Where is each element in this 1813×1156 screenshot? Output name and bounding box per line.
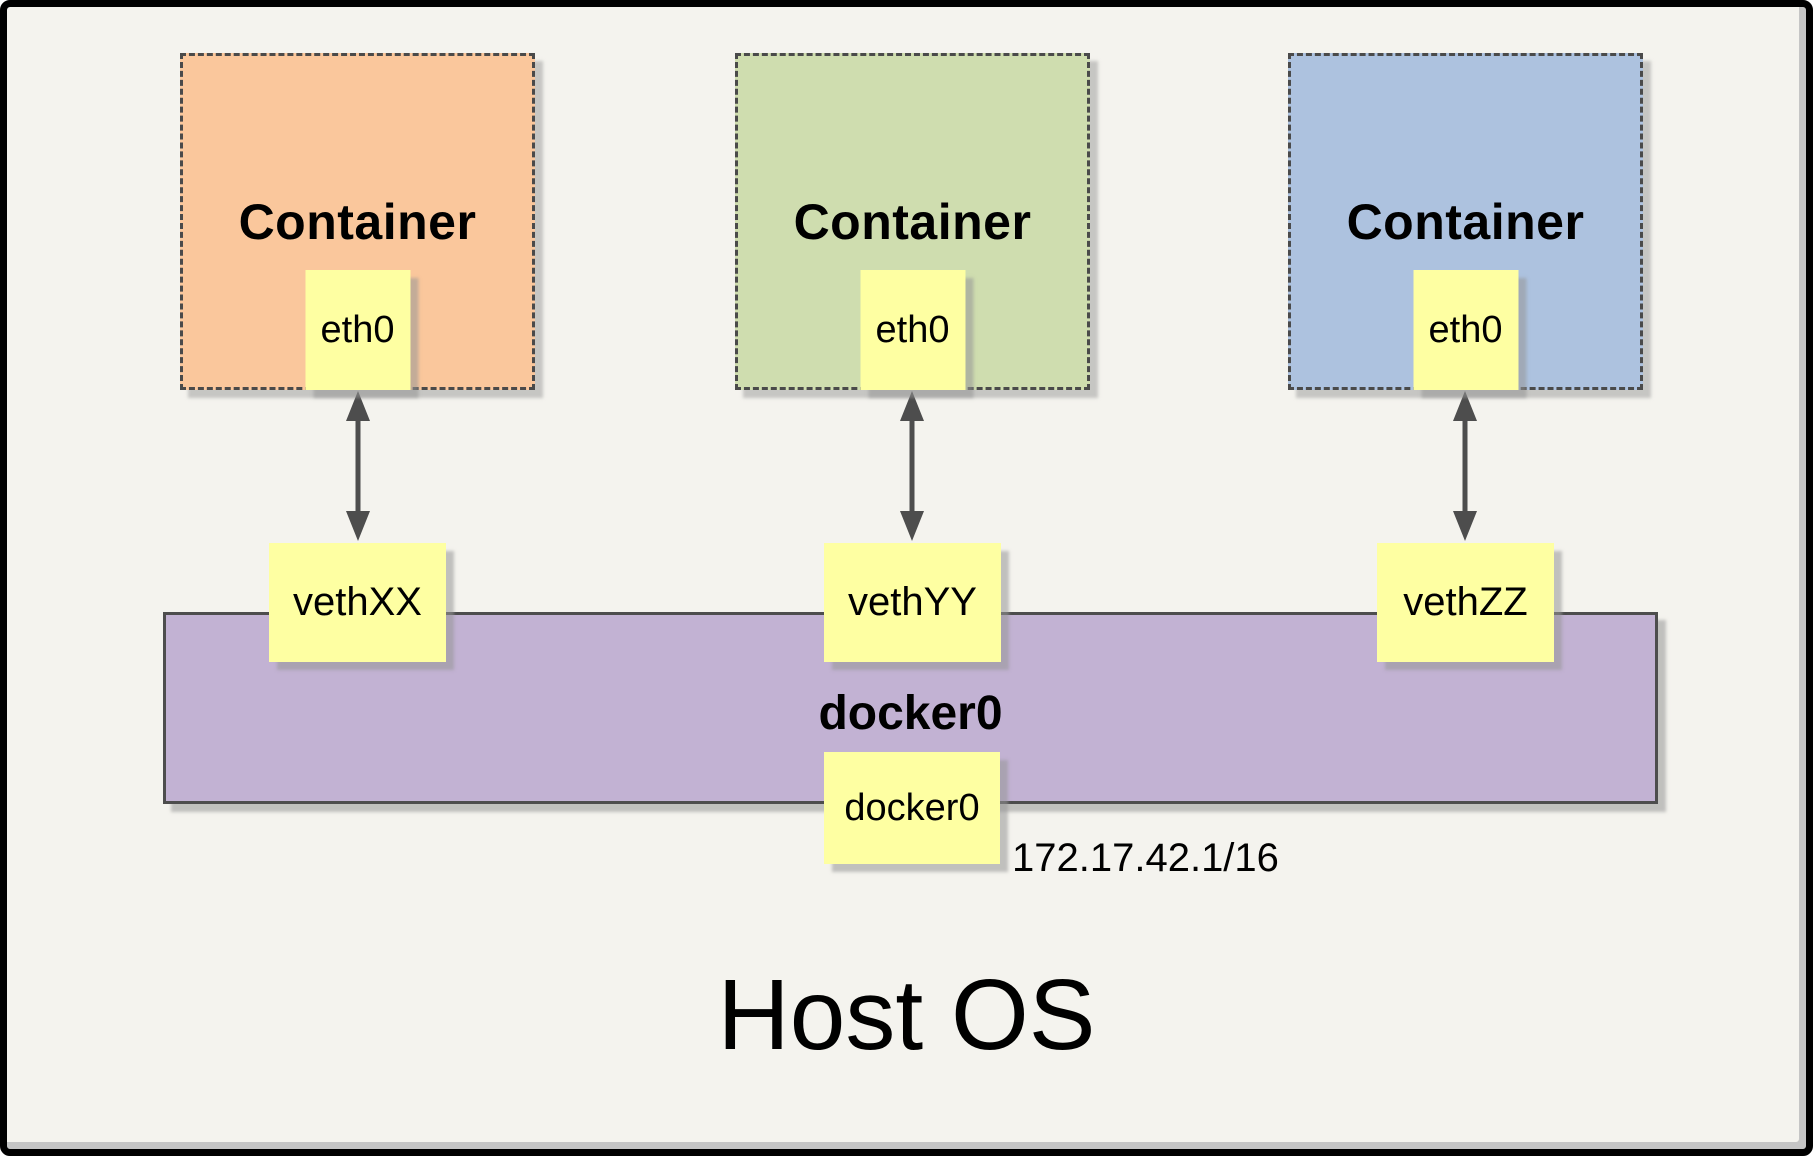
vethyy-box: vethYY (824, 543, 1001, 662)
eth0-interface-box: eth0 (860, 270, 965, 390)
docker0-bridge-label: docker0 (818, 687, 1003, 740)
vethzz-label: vethZZ (1403, 580, 1528, 624)
vethzz-box: vethZZ (1377, 543, 1554, 662)
container-box-1: Container eth0 (180, 53, 535, 390)
eth0-interface-label: eth0 (320, 308, 395, 351)
vethyy-label: vethYY (848, 580, 977, 624)
container-label: Container (238, 193, 477, 250)
eth0-interface-label: eth0 (1428, 308, 1503, 351)
container-box-3: Container eth0 (1288, 53, 1643, 390)
bridge-ip-label: 172.17.42.1/16 (1012, 836, 1279, 880)
eth0-interface-box: eth0 (305, 270, 410, 390)
bidirectional-arrow-icon (900, 391, 924, 541)
vethxx-label: vethXX (293, 580, 422, 624)
bidirectional-arrow-icon (1453, 391, 1477, 541)
container-label: Container (793, 193, 1032, 250)
docker0-interface-box: docker0 (824, 752, 1000, 864)
vethxx-box: vethXX (269, 543, 446, 662)
eth0-interface-label: eth0 (875, 308, 950, 351)
container-label: Container (1346, 193, 1585, 250)
container-box-2: Container eth0 (735, 53, 1090, 390)
eth0-interface-box: eth0 (1413, 270, 1518, 390)
host-os-label: Host OS (717, 959, 1096, 1071)
bidirectional-arrow-icon (346, 391, 370, 541)
docker0-interface-label: docker0 (844, 786, 980, 829)
